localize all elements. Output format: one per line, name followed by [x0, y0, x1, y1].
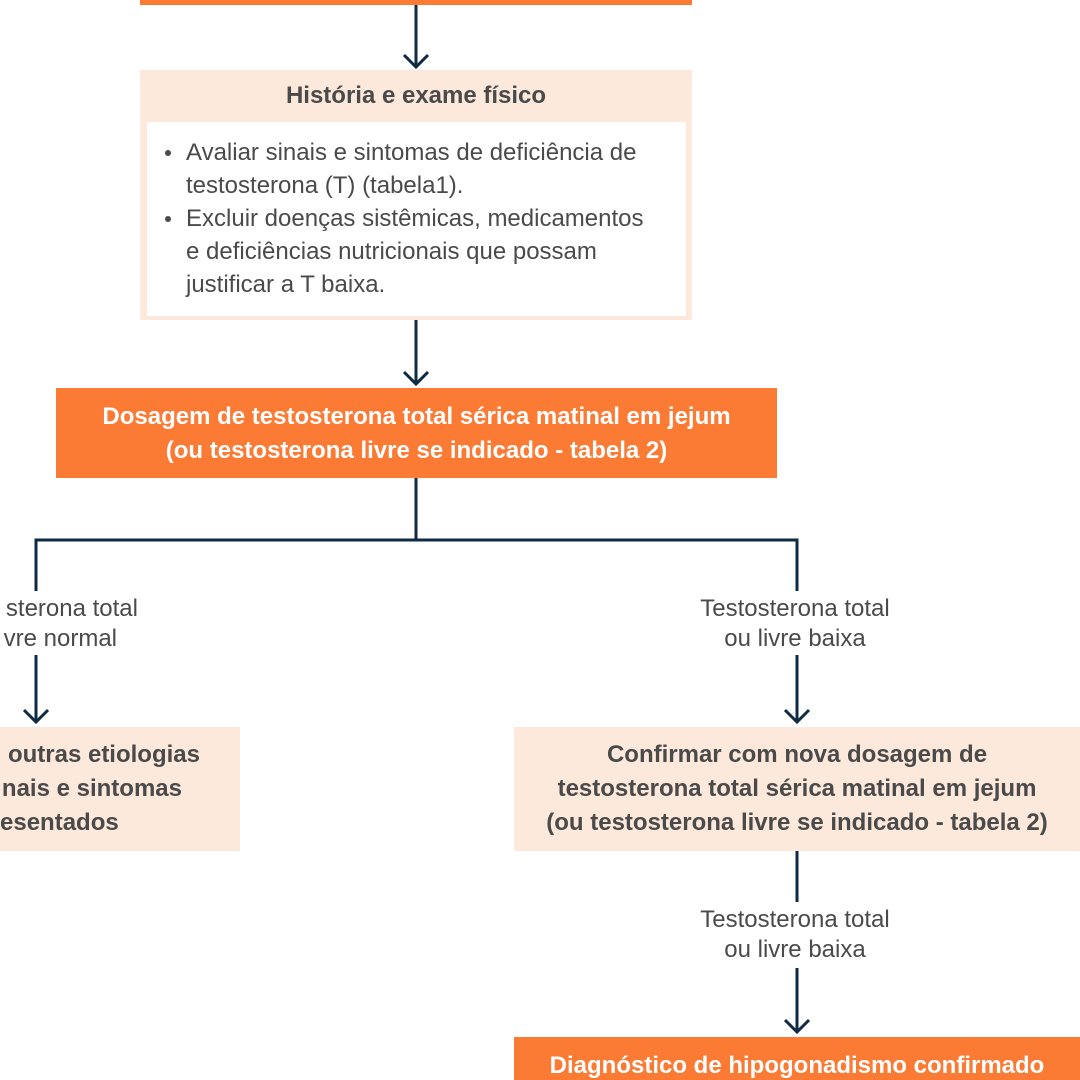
- edge-label-line: sterona total: [5, 595, 138, 622]
- arrow-history-to-dosage: [402, 320, 430, 387]
- dosage-box-line: Dosagem de testosterona total sérica mat…: [102, 403, 731, 430]
- bullet-dot-icon: [165, 149, 171, 156]
- edge-label-line: ou livre baixa: [724, 936, 866, 963]
- bullet-text-line: Excluir doenças sistêmicas, medicamentos: [186, 205, 644, 232]
- confirm-dosage-box: Confirmar com nova dosagem de testostero…: [514, 727, 1080, 851]
- bullet-text-line: Avaliar sinais e sintomas de deficiência…: [186, 139, 637, 166]
- branch-line: [34, 538, 799, 591]
- bullet-text-line: justificar a T baixa.: [186, 271, 386, 298]
- dosage-box: Dosagem de testosterona total sérica mat…: [56, 388, 777, 478]
- arrow-head-down-icon: [783, 1018, 811, 1035]
- arrow-top-to-history: [402, 5, 430, 70]
- edge-label-line: Testosterona total: [700, 595, 890, 622]
- history-bullet-item: Excluir doenças sistêmicas, medicamentos…: [147, 202, 686, 301]
- box-text-line: Confirmar com nova dosagem de: [606, 741, 988, 768]
- diagnosis-box: Diagnóstico de hipogonadismo confirmado: [514, 1037, 1080, 1080]
- arrow-head-down-icon: [402, 53, 430, 70]
- arrow-head-down-icon: [783, 708, 811, 725]
- arrow-head-down-icon: [402, 370, 430, 387]
- edge-label-normal: sterona total vre normal: [0, 594, 138, 654]
- edge-label-line: Testosterona total: [700, 906, 890, 933]
- bullet-text-line: e deficiências nutricionais que possam: [186, 238, 597, 265]
- arrow-head-down-icon: [22, 708, 50, 725]
- bullet-text-line: testosterona (T) (tabela1).: [186, 172, 464, 199]
- edge-label-low-confirmed: Testosterona total ou livre baixa: [645, 905, 945, 965]
- arrow-left-to-box: [22, 655, 50, 725]
- box-text-line: testosterona total sérica matinal em jej…: [557, 775, 1037, 802]
- dosage-box-line: (ou testosterona livre se indicado - tab…: [165, 437, 668, 464]
- history-bullet-item: Avaliar sinais e sintomas de deficiência…: [147, 136, 686, 202]
- history-exam-box: História e exame físico Avaliar sinais e…: [140, 70, 692, 320]
- box-text-line: esentados: [0, 809, 119, 836]
- box-text-line: outras etiologias: [7, 741, 200, 768]
- arrow-label-to-diagnosis: [783, 968, 811, 1035]
- diagnosis-box-text: Diagnóstico de hipogonadismo confirmado: [549, 1052, 1045, 1079]
- branch-split-connector: [34, 478, 799, 591]
- previous-step-box: [140, 0, 692, 5]
- history-box-panel: Avaliar sinais e sintomas de deficiência…: [147, 122, 686, 316]
- other-etiologies-box: outras etiologias nais e sintomas esenta…: [0, 727, 240, 851]
- box-text-line: nais e sintomas: [1, 775, 182, 802]
- edge-label-line: vre normal: [3, 625, 117, 652]
- box-text-line: (ou testosterona livre se indicado - tab…: [546, 809, 1048, 836]
- bullet-dot-icon: [165, 215, 171, 222]
- edge-label-low: Testosterona total ou livre baixa: [645, 594, 945, 654]
- arrow-right-to-confirm: [783, 655, 811, 725]
- edge-label-line: ou livre baixa: [724, 625, 866, 652]
- history-box-title: História e exame físico: [285, 82, 547, 109]
